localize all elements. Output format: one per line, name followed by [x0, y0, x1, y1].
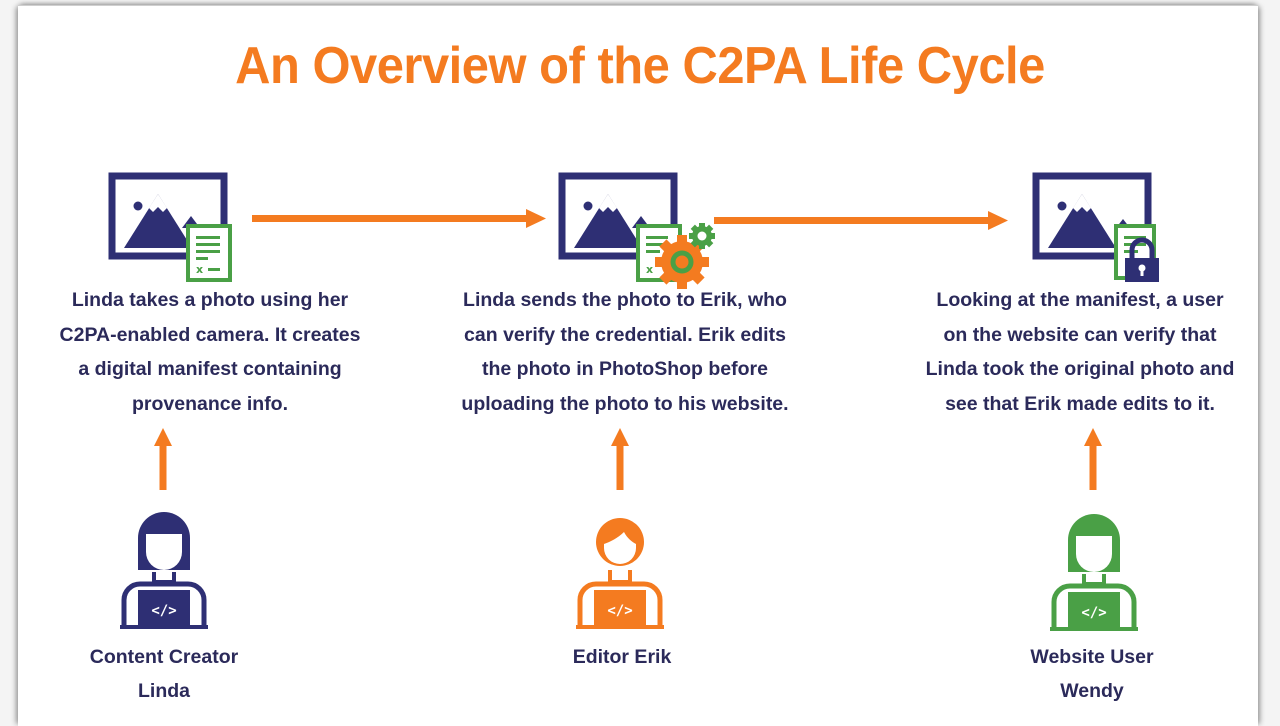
description-line: Looking at the manifest, a user	[936, 289, 1224, 311]
description-line: can verify the credential. Erik edits	[464, 323, 786, 346]
description-line: Linda sends the photo to Erik, who	[463, 289, 787, 311]
description-line: provenance info.	[131, 392, 289, 415]
description-line: see that Erik made edits to it.	[945, 392, 1215, 415]
role-label-website-user: Website User Wendy	[942, 640, 1242, 708]
arrow-up-1	[154, 428, 172, 490]
role-label-content-creator: Content Creator Linda	[14, 640, 314, 708]
svg-text:</>: </>	[607, 603, 632, 619]
description-line: a digital manifest containing	[78, 358, 342, 380]
description-line: the photo in PhotoShop before	[482, 358, 768, 380]
content-creator-person-icon: </>	[120, 512, 208, 629]
arrow-right-1	[252, 209, 546, 228]
description-line: C2PA-enabled camera. It creates	[59, 323, 361, 346]
stage-1-description: Linda takes a photo using her C2PA-enabl…	[20, 283, 400, 421]
page-title: An Overview of the C2PA Life Cycle	[235, 37, 1045, 95]
editor-person-icon: </>	[576, 518, 664, 629]
role-title: Editor Erik	[572, 646, 672, 668]
description-line: Linda took the original photo and	[925, 358, 1235, 380]
role-title: Website User	[1030, 646, 1154, 668]
description-line: Linda takes a photo using her	[71, 289, 349, 311]
role-title: Content Creator	[89, 646, 239, 668]
arrow-up-2	[611, 428, 629, 490]
description-line: uploading the photo to his website.	[461, 392, 789, 415]
website-user-person-icon: </>	[1050, 514, 1138, 631]
svg-text:x: x	[196, 263, 203, 276]
person-name: Wendy	[1060, 680, 1124, 702]
image-with-manifest-lock-icon	[1032, 172, 1159, 282]
role-label-editor: Editor Erik	[472, 640, 772, 674]
image-with-manifest-gears-icon: x	[558, 172, 715, 289]
arrow-up-3	[1084, 428, 1102, 490]
stage-2-description: Linda sends the photo to Erik, who can v…	[430, 283, 820, 421]
arrow-right-2	[714, 211, 1008, 230]
image-with-manifest-icon: x	[108, 172, 232, 282]
stage-3-description: Looking at the manifest, a user on the w…	[890, 283, 1270, 421]
person-name: Linda	[138, 680, 190, 702]
svg-text:</>: </>	[1081, 605, 1106, 621]
description-line: on the website can verify that	[943, 323, 1217, 346]
svg-text:x: x	[646, 263, 653, 276]
svg-text:</>: </>	[151, 603, 176, 619]
